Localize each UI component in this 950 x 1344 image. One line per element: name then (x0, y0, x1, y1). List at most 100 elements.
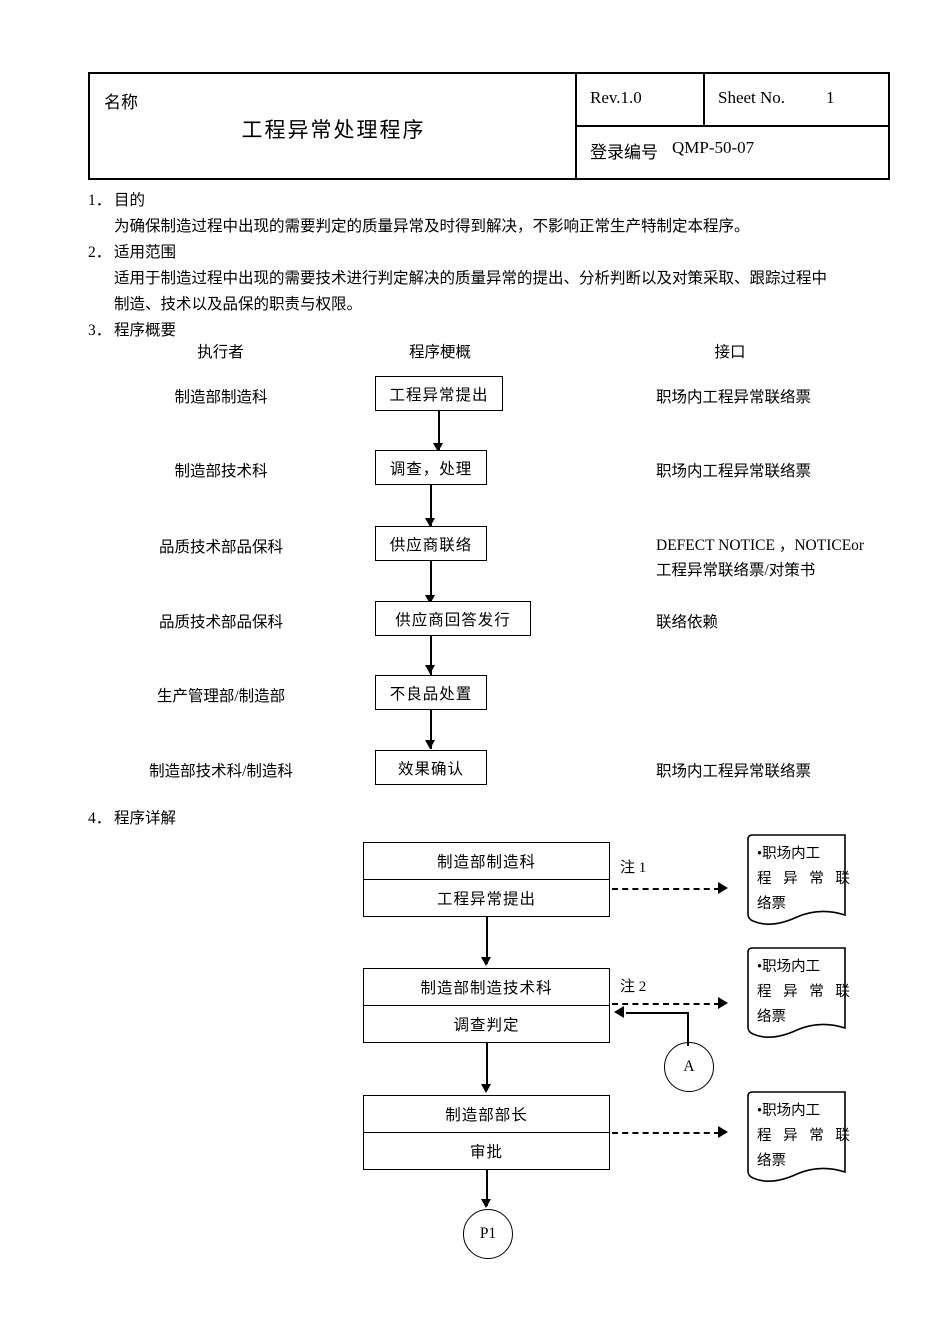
section-body-line: 适用于制造过程中出现的需要技术进行判定解决的质量异常的提出、分析判断以及对策采取… (114, 270, 828, 287)
arrow-head-icon (433, 443, 443, 452)
header-registration-number: QMP-50-07 (672, 138, 755, 157)
flow-connector (430, 710, 432, 749)
arrow-head-icon (425, 665, 435, 674)
doc-line: 程 异 常 联 (757, 871, 854, 887)
detail-step-action: 审批 (469, 1143, 503, 1161)
detail-document-text-2: •职场内工 程 异 常 联 络票 (757, 955, 854, 1030)
connector-a-vertical-line (687, 1012, 689, 1046)
flow-connector (438, 411, 440, 464)
detail-document-text-3: •职场内工 程 异 常 联 络票 (757, 1099, 854, 1174)
header-revision-value: Rev.1.0 (590, 88, 642, 107)
overview-actor: 制造部制造科 (174, 389, 268, 406)
detail-dashed-connector-3 (612, 1132, 720, 1134)
detail-step-owner: 制造部制造科 (364, 843, 609, 880)
detail-note-label-1: 注 1 (620, 860, 647, 876)
arrow-head-icon (481, 1084, 491, 1093)
doc-line: 程 异 常 联 (757, 984, 854, 1000)
section-heading: 适用范围 (114, 244, 177, 261)
doc-line: 程 异 常 联 (757, 1128, 854, 1144)
detail-note-label-2: 注 2 (620, 979, 647, 995)
arrow-head-icon (425, 595, 435, 604)
detail-connector-a: A (664, 1042, 714, 1092)
detail-step-owner: 制造部部长 (364, 1096, 609, 1133)
header-registration-label: 登录编号 (590, 143, 658, 162)
overview-step-box: 不良品处置 (375, 675, 487, 710)
doc-line: 络票 (757, 1009, 786, 1025)
header-title-cell: 名称 工程异常处理程序 (90, 74, 577, 178)
document-header-table: 名称 工程异常处理程序 Rev.1.0 Sheet No. 1 登录编号 QMP… (88, 72, 890, 180)
detail-document-shape-3 (745, 1090, 850, 1200)
overview-column-header-step: 程序梗概 (408, 344, 471, 361)
section-body: 适用于制造过程中出现的需要技术进行判定解决的质量异常的提出、分析判断以及对策采取… (114, 266, 874, 318)
header-document-title: 工程异常处理程序 (241, 118, 426, 142)
detail-step-box-2: 制造部制造技术科 调查判定 (363, 968, 610, 1043)
arrow-head-icon (481, 1199, 491, 1208)
doc-line: •职场内工 (757, 1103, 821, 1119)
detail-document-text-1: •职场内工 程 异 常 联 络票 (757, 842, 854, 917)
detail-connector-p1: P1 (463, 1209, 513, 1259)
arrow-head-icon (614, 1006, 624, 1018)
overview-column-header-interface: 接口 (714, 344, 746, 361)
section-heading: 程序概要 (114, 322, 177, 339)
detail-step-box-1: 制造部制造科 工程异常提出 (363, 842, 610, 917)
arrow-head-icon (718, 997, 728, 1009)
flow-connector (430, 485, 432, 528)
detail-step-owner: 制造部制造技术科 (364, 969, 609, 1006)
section-body-line: 为确保制造过程中出现的需要判定的质量异常及时得到解决，不影响正常生产特制定本程序… (114, 218, 750, 235)
section-number: 2． (88, 244, 112, 261)
overview-step-box: 供应商回答发行 (375, 601, 531, 636)
section-body-line: 制造、技术以及品保的职责与权限。 (114, 296, 363, 313)
arrow-head-icon (481, 957, 491, 966)
doc-line: •职场内工 (757, 846, 821, 862)
overview-actor: 品质技术部品保科 (158, 614, 283, 631)
overview-interface: 职场内工程异常联络票 (656, 763, 812, 780)
overview-interface-line: 工程异常联络票/对策书 (656, 562, 816, 579)
doc-line: 络票 (757, 1153, 786, 1169)
overview-interface-line: DEFECT NOTICE ，NOTICEor (656, 537, 865, 554)
overview-step-box: 调查，处理 (375, 450, 487, 485)
arrow-head-icon (425, 518, 435, 527)
detail-dashed-connector-2 (612, 1003, 720, 1005)
detail-document-shape-1 (745, 833, 850, 943)
detail-dashed-connector-1 (612, 888, 720, 890)
overview-interface: 联络依赖 (656, 614, 719, 631)
overview-actor: 制造部技术科/制造科 (149, 763, 293, 780)
connector-a-horizontal-line (626, 1012, 688, 1014)
section-number: 1． (88, 192, 112, 209)
overview-column-header-actor: 执行者 (197, 344, 244, 361)
detail-step-action: 调查判定 (453, 1016, 520, 1034)
header-name-label: 名称 (104, 93, 138, 112)
overview-actor: 品质技术部品保科 (158, 539, 283, 556)
overview-actor: 生产管理部/制造部 (156, 688, 286, 705)
detail-step-box-3: 制造部部长 审批 (363, 1095, 610, 1170)
detail-document-shape-2 (745, 946, 850, 1056)
section-heading: 目的 (114, 192, 146, 209)
arrow-head-icon (718, 882, 728, 894)
section-heading: 程序详解 (114, 810, 177, 827)
overview-interface: DEFECT NOTICE ，NOTICEor 工程异常联络票/对策书 (656, 533, 950, 583)
header-sheet-cell: Sheet No. 1 (705, 74, 888, 127)
flow-connector (430, 636, 432, 675)
arrow-head-icon (718, 1126, 728, 1138)
section-number: 4． (88, 810, 112, 827)
section-number: 3． (88, 322, 112, 339)
arrow-head-icon (425, 740, 435, 749)
overview-step-box: 工程异常提出 (375, 376, 503, 411)
header-sheet-label: Sheet No. (718, 88, 786, 107)
overview-step-box: 供应商联络 (375, 526, 487, 561)
header-registration-cell: 登录编号 QMP-50-07 (577, 127, 888, 178)
overview-interface: 职场内工程异常联络票 (656, 463, 812, 480)
header-sheet-number: 1 (826, 88, 835, 107)
overview-actor: 制造部技术科 (174, 463, 268, 480)
doc-line: •职场内工 (757, 959, 821, 975)
section-body: 为确保制造过程中出现的需要判定的质量异常及时得到解决，不影响正常生产特制定本程序… (114, 214, 874, 240)
flow-connector (430, 561, 432, 605)
flow-connector (486, 1170, 488, 1206)
flow-connector (486, 1043, 488, 1090)
overview-step-box: 效果确认 (375, 750, 487, 785)
header-revision-cell: Rev.1.0 (577, 74, 705, 127)
detail-step-action: 工程异常提出 (436, 890, 536, 908)
doc-line: 络票 (757, 896, 786, 912)
overview-interface: 职场内工程异常联络票 (656, 389, 812, 406)
